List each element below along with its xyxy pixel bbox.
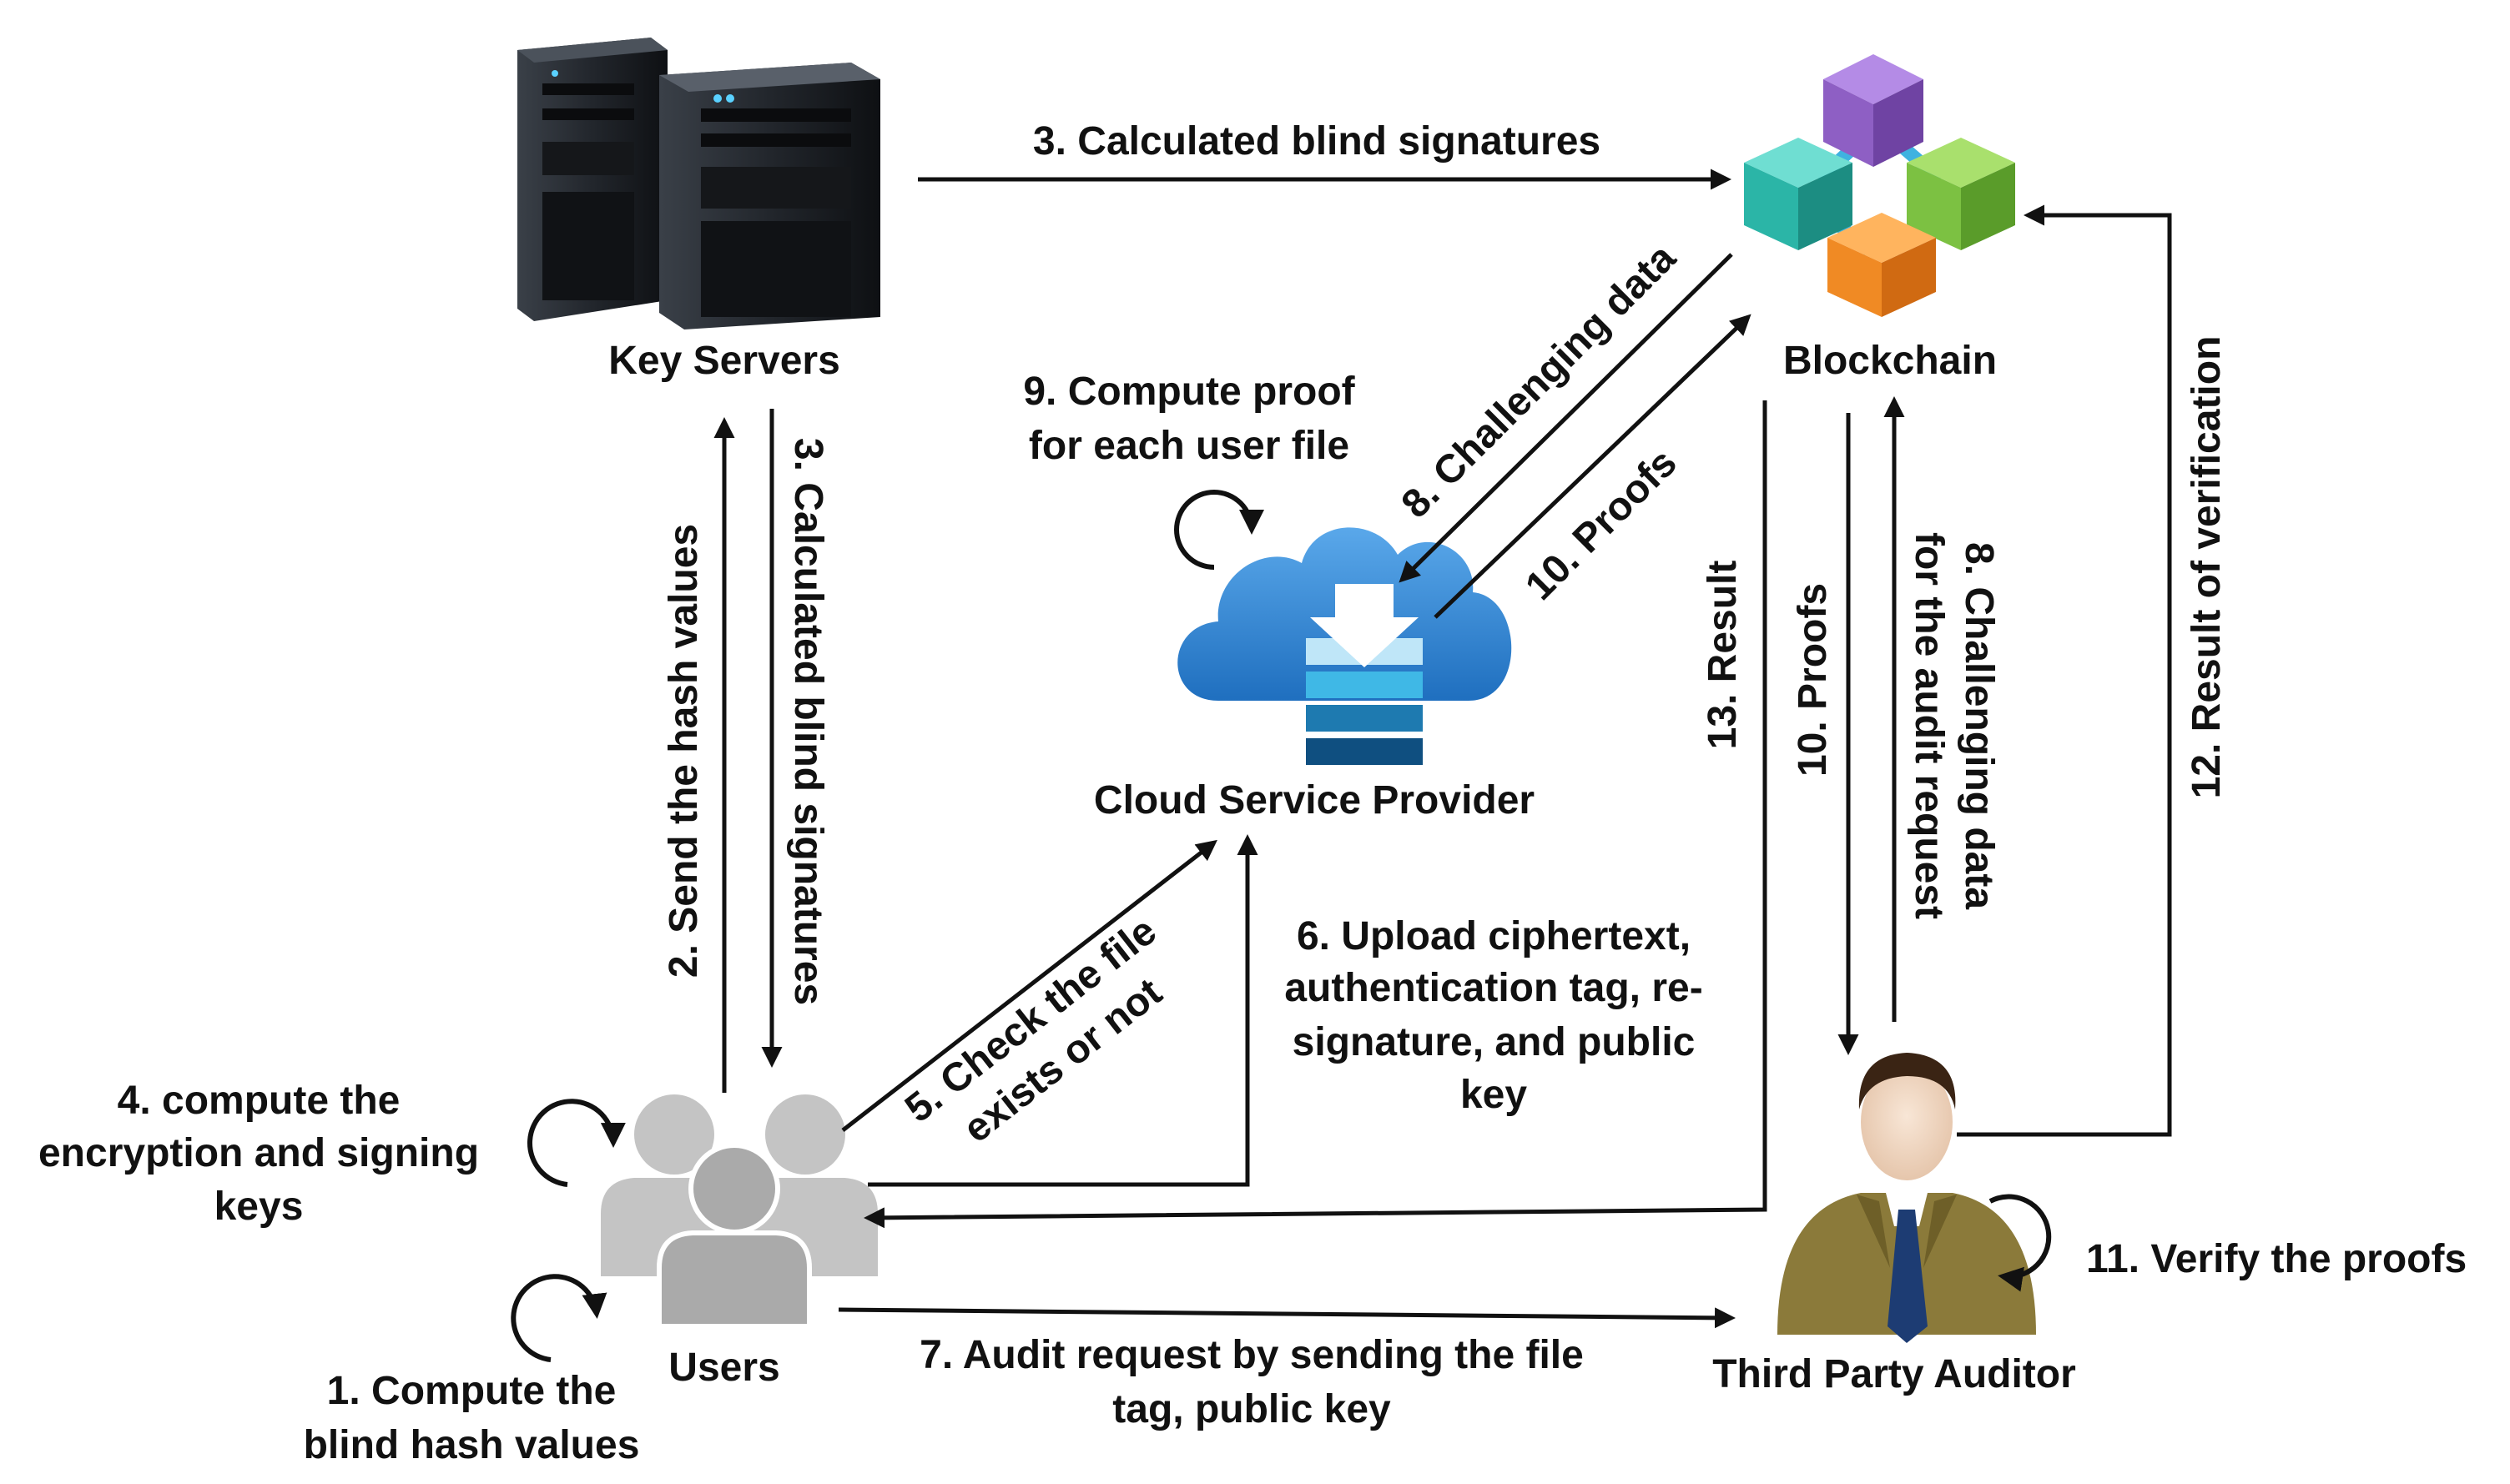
step-8-auditor-label: 8. Challenging data for the audit reques…: [1907, 532, 2001, 919]
step-2-label: 2. Send the hash values: [662, 524, 706, 978]
cloud-service-provider-label: Cloud Service Provider: [1094, 778, 1535, 822]
users-label: Users: [668, 1346, 779, 1390]
svg-text:tag, public key: tag, public key: [1112, 1387, 1391, 1431]
step-5-label: 5. Check the file exists or not: [897, 908, 1170, 1151]
svg-text:9. Compute proof: 9. Compute proof: [1023, 370, 1355, 414]
svg-text:for each user file: for each user file: [1029, 424, 1349, 468]
blockchain-cubes-icon: [1744, 54, 2015, 317]
step-6-label: 6. Upload ciphertext, authentication tag…: [1284, 914, 1702, 1117]
svg-text:key: key: [1460, 1073, 1527, 1117]
svg-text:7. Audit request by sending th: 7. Audit request by sending the file: [920, 1333, 1584, 1377]
edge-users-to-auditor: [838, 1307, 1736, 1329]
edge-blockchain-to-users-result: [864, 400, 1767, 1229]
users-group-icon: [601, 1094, 878, 1329]
svg-text:for the audit request: for the audit request: [1907, 532, 1951, 919]
edge-auditor-to-blockchain-verification: [1957, 204, 2172, 1137]
svg-text:signature, and public: signature, and public: [1293, 1020, 1696, 1064]
step-4-label: 4. compute the encryption and signing ke…: [38, 1079, 479, 1229]
step-3-label-down: 3. Calculated blind signatures: [786, 438, 830, 1005]
edge-blockchain-to-cloud: [1399, 253, 1733, 583]
auditor-person-icon: [1777, 1053, 2036, 1343]
cycle-arrow-icon: [1988, 1194, 2052, 1292]
edge-cloud-to-blockchain: [1434, 314, 1751, 619]
svg-text:8. Challenging data: 8. Challenging data: [1957, 542, 2001, 909]
server-icon: [517, 38, 880, 329]
step-10-auditor-label: 10. Proofs: [1791, 583, 1835, 777]
step-1-label: 1. Compute the blind hash values: [304, 1369, 640, 1467]
svg-text:authentication tag, re-: authentication tag, re-: [1284, 966, 1702, 1010]
svg-text:encryption and signing: encryption and signing: [38, 1131, 479, 1175]
cycle-arrow-icon: [1174, 490, 1264, 570]
step-9-label: 9. Compute proof for each user file: [1023, 370, 1355, 468]
blockchain-label: Blockchain: [1783, 339, 1997, 383]
step-10-cloud-label: 10. Proofs: [1517, 440, 1686, 609]
svg-text:4. compute the: 4. compute the: [118, 1079, 401, 1123]
svg-text:blind hash values: blind hash values: [304, 1423, 640, 1467]
svg-text:6. Upload ciphertext,: 6. Upload ciphertext,: [1297, 914, 1691, 958]
cycle-arrow-icon: [511, 1274, 607, 1362]
third-party-auditor-label: Third Party Auditor: [1712, 1352, 2076, 1396]
step-12-label: 12. Result of verification: [2185, 336, 2229, 799]
svg-text:keys: keys: [214, 1185, 304, 1229]
edge-users-to-cloud-check: [841, 839, 1217, 1132]
step-3-label-top: 3. Calculated blind signatures: [1033, 119, 1600, 163]
cloud-storage-icon: [1177, 527, 1512, 765]
step-11-label: 11. Verify the proofs: [2086, 1237, 2467, 1281]
edge-users-to-cloud-upload: [868, 834, 1258, 1187]
cycle-arrow-icon: [527, 1099, 626, 1187]
step-7-label: 7. Audit request by sending the file tag…: [920, 1333, 1584, 1431]
svg-text:1. Compute the: 1. Compute the: [327, 1369, 617, 1413]
step-13-label: 13. Result: [1701, 561, 1745, 750]
key-servers-label: Key Servers: [608, 339, 840, 383]
